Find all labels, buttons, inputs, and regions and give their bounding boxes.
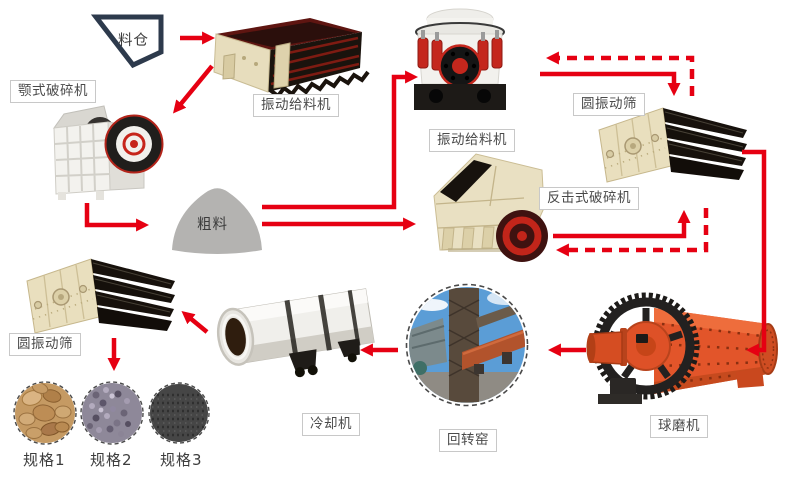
arrow-cone-to-screen [540,71,681,97]
vibrating-feeder-image [213,18,370,99]
feeder-top-label: 振动给料机 [253,94,339,117]
cone-crusher-label: 振动给料机 [429,129,515,152]
hopper-shape [90,14,164,69]
cone-crusher-image [414,8,506,110]
ball-mill-image [586,292,778,404]
arrow-cooler-to-screen [181,310,209,334]
product-spec1-label: 规格1 [23,451,66,469]
jaw-crusher-label: 颚式破碎机 [10,80,96,103]
screen-top-label: 圆振动筛 [573,93,645,116]
screen-bottom-label: 圆振动筛 [9,333,81,356]
cooler-label: 冷却机 [302,413,360,436]
product-spec1-image [13,381,77,445]
impact-crusher-image [433,153,548,262]
coarse-pile-label: 粗料 [197,217,228,233]
coarse-pile-shape [172,188,262,254]
hopper-label: 料仓 [118,33,149,49]
arrow-impact-to-screen [553,209,691,239]
cooler-image [216,288,375,378]
impact-crusher-label: 反击式破碎机 [539,187,639,210]
circular-screen-bottom-image [26,258,176,334]
product-spec2-label: 规格2 [90,451,133,469]
rotary-kiln-label: 回转窑 [439,429,497,452]
jaw-crusher-image [52,105,164,200]
ball-mill-label: 球磨机 [650,415,708,438]
arrow-screen-return-to-cone [545,51,695,96]
flow-arrows [84,31,767,372]
arrow-jaw-to-coarse [84,203,150,232]
product-spec2-image [80,381,144,445]
circular-screen-top-image [598,107,748,183]
product-spec3-label: 规格3 [160,451,203,469]
arrow-screen-return-to-impact [555,208,709,257]
arrow-screen-to-ballmill [742,149,767,357]
rotary-kiln-image [405,283,529,407]
product-spec3-image [148,382,210,444]
arrow-coarse-to-cone [262,70,419,210]
arrow-feeder-to-jaw [172,64,214,114]
